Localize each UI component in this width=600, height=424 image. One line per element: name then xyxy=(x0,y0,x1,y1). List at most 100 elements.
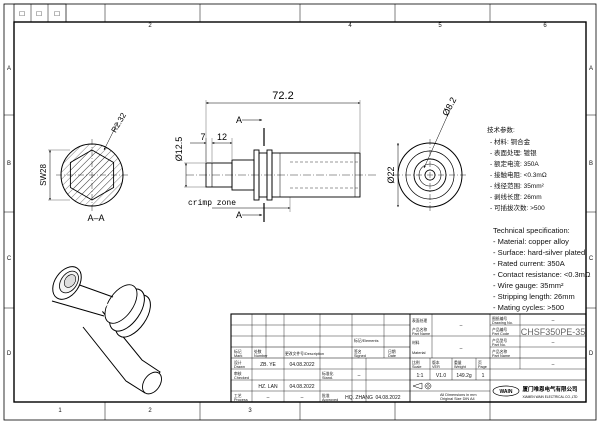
projection-symbol xyxy=(412,382,432,390)
corner-cell: □ xyxy=(20,9,25,18)
corner-cell: □ xyxy=(37,9,42,18)
zone-right-label: C xyxy=(589,256,594,262)
zone-top-label: 2 xyxy=(148,23,152,29)
section-mark-bottom: A xyxy=(236,210,242,220)
spec-cn-line: - 表面处理: 镀银 xyxy=(490,148,537,157)
note-dims: All Dimensions in mm xyxy=(440,393,477,397)
crimp-zone-label: crimp zone xyxy=(188,199,236,208)
checked-name: HZ. LAN xyxy=(258,384,278,390)
process-label: 工艺 xyxy=(234,393,242,398)
page-label: 页 xyxy=(478,360,482,365)
section-view-a-a: SW28 R2.32 A–A xyxy=(39,111,128,223)
product-name-label-en: Part Name xyxy=(412,332,430,336)
drawing-no-label: 图纸编号 xyxy=(492,316,507,321)
spec-cn-line: - 材料: 铜合金 xyxy=(490,137,531,146)
dim-face-dia: Ø8.2 xyxy=(440,96,458,118)
weight-value: 149.2g xyxy=(456,373,472,379)
approved-date: 04.08.2022 xyxy=(375,395,400,401)
zone-top-label: 4 xyxy=(348,23,352,29)
part-no-value: – xyxy=(552,340,555,346)
rev-header: 标记 xyxy=(234,349,242,354)
spec-cn-line: - 接触电阻: <0.3mΩ xyxy=(490,170,547,179)
spec-cn-line: - 剥线长度: 26mm xyxy=(490,192,542,201)
company-logo: WAIN xyxy=(492,385,520,397)
corner-cell: □ xyxy=(55,9,60,18)
rev-header-en: Signed xyxy=(354,354,366,358)
zone-right-label: D xyxy=(589,351,594,357)
spec-cn-title: 技术参数: xyxy=(487,125,515,134)
note-size: Original Size DIN A4 xyxy=(440,397,475,401)
zone-bottom-label: 1 xyxy=(58,408,62,414)
isometric-view xyxy=(51,266,162,395)
zone-bottom-label: 3 xyxy=(248,408,252,414)
zone-left-label: C xyxy=(7,256,12,262)
spec-en: Technical specification: - Material: cop… xyxy=(493,226,591,312)
crimp-zone-dim xyxy=(212,197,291,212)
page-value: 1 xyxy=(482,373,485,379)
spec-en-line: - Material: copper alloy xyxy=(493,237,569,246)
zone-right-label: A xyxy=(589,66,593,72)
scale-value: 1:1 xyxy=(417,373,424,379)
approved-label: 批准 xyxy=(322,393,330,398)
rev-header-en: Number xyxy=(254,354,268,358)
dim-front-len2: 12 xyxy=(217,132,227,142)
checked-label-en: Checked xyxy=(234,376,249,380)
scale-label-en: Scale xyxy=(412,365,422,369)
spec-cn: 技术参数: - 材料: 铜合金 - 表面处理: 镀银 - 额定电流: 350A … xyxy=(487,125,547,212)
material-value: – xyxy=(460,346,463,352)
checked-date: 04.08.2022 xyxy=(289,384,314,390)
drawing-no-value: – xyxy=(552,318,555,324)
side-view xyxy=(186,118,376,222)
product-name-right-label-en: Part Name xyxy=(492,354,510,358)
approved-label-en: Approved xyxy=(322,398,338,402)
process-label-en: Process xyxy=(234,398,248,402)
zone-top-label: 6 xyxy=(543,23,547,29)
drawing-no-label-en: Drawing No. xyxy=(492,321,513,325)
standard-dash: – xyxy=(358,373,361,379)
material-label-en: Material xyxy=(412,351,426,355)
company-name-cn: 厦门唯恩电气有限公司 xyxy=(522,385,577,393)
part-code-label-en: Part Code xyxy=(492,332,509,336)
drawn-date: 04.08.2022 xyxy=(289,362,314,368)
zone-right-label: B xyxy=(589,161,593,167)
spec-en-line: - Mating cycles: >500 xyxy=(493,303,564,312)
process-date: – xyxy=(301,395,304,401)
standard-label: 标准化 xyxy=(322,371,334,376)
spec-en-line: - Rated current: 350A xyxy=(493,259,565,268)
spec-en-line: - Contact resistance: <0.3mΩ xyxy=(493,270,591,279)
section-title: A–A xyxy=(87,213,104,223)
rev-header: 更改文件号/Description xyxy=(285,351,324,356)
part-code-value-display: CHSF350PE-35 xyxy=(521,327,586,337)
company-name-en: XIAMEN WAIN ELECTRICAL CO.,LTD xyxy=(523,395,579,399)
weight-label-en: Weight xyxy=(454,365,467,369)
spec-cn-line: - 线径范围: 35mm² xyxy=(490,181,545,190)
version-value: V1.0 xyxy=(436,373,447,379)
part-no-label-en: Part No. xyxy=(492,343,506,347)
dim-collar-dia: Ø12.5 xyxy=(174,137,184,162)
zone-left-label: B xyxy=(7,161,11,167)
rev-mark-label: 标记/Elements xyxy=(354,338,379,343)
surface-value: – xyxy=(460,323,463,329)
zone-left-label: D xyxy=(7,351,12,357)
rev-header-en: Mark xyxy=(234,354,243,358)
dim-overall-length: 72.2 xyxy=(272,90,293,102)
product-name-label: 产品名称 xyxy=(412,327,427,332)
rev-header: 签名 xyxy=(354,349,362,354)
spec-en-line: - Surface: hard-silver plated xyxy=(493,248,585,257)
zone-ticks xyxy=(4,4,596,420)
product-name-value: – xyxy=(552,362,555,368)
part-code-label: 产品编号 xyxy=(492,327,507,332)
process-name: – xyxy=(267,395,270,401)
spec-en-line: - Wire gauge: 35mm² xyxy=(493,281,564,290)
rev-header: 日期 xyxy=(388,349,396,354)
drawn-label-en: Drawn xyxy=(234,365,245,369)
version-label: 版本 xyxy=(432,360,440,365)
zone-bottom-label: 2 xyxy=(148,408,152,414)
rev-header: 处数 xyxy=(254,349,262,354)
surface-label: 表面处理 xyxy=(412,318,427,323)
drawn-label: 设计 xyxy=(234,360,242,365)
product-name-right-label: 产品名称 xyxy=(492,349,507,354)
weight-label: 重量 xyxy=(454,360,462,365)
zone-left-label: A xyxy=(7,66,11,72)
